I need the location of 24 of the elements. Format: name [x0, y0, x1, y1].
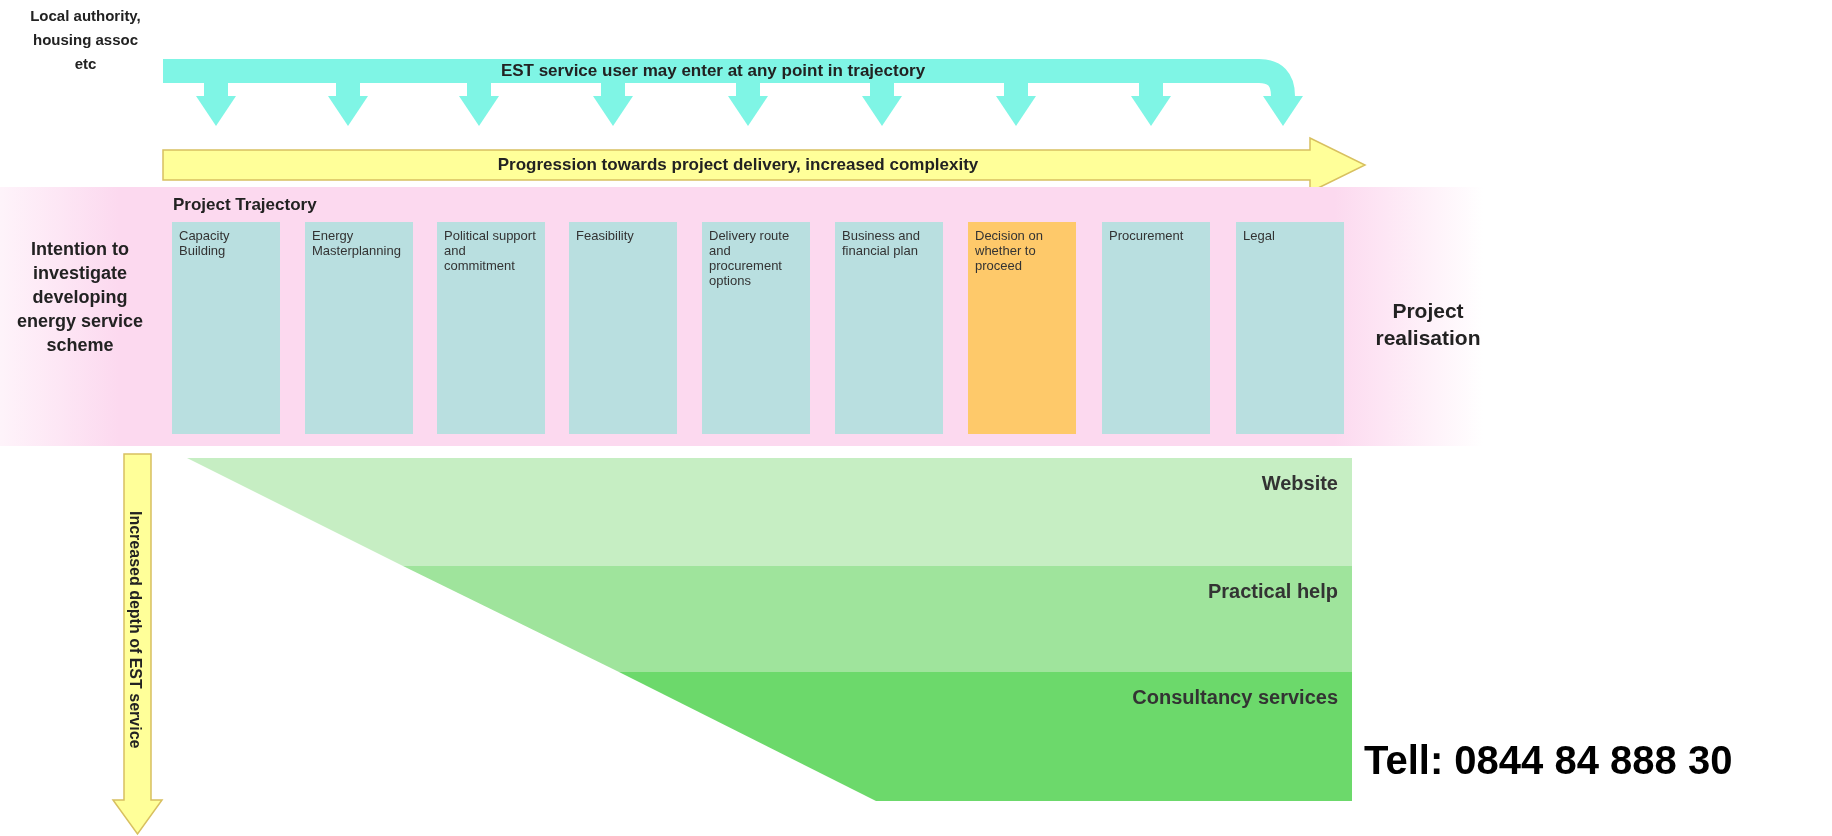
stage-box: Capacity Building: [172, 222, 280, 434]
stage-label: Project realisation: [1366, 297, 1490, 351]
stage-box: Political support and commitment: [437, 222, 545, 434]
arrow-label: Increased depth of EST service: [126, 510, 144, 751]
stage-box: Business and financial plan: [835, 222, 943, 434]
stage-box: Decision on whether to proceed: [968, 222, 1076, 434]
stage-box: Energy Masterplanning: [305, 222, 413, 434]
stage-box: Feasibility: [569, 222, 677, 434]
stage-box: Procurement: [1102, 222, 1210, 434]
arrow-label: Progression towards project delivery, increased complexity: [496, 154, 980, 176]
trajectory-band: [0, 187, 1483, 446]
service-tier: [187, 458, 1352, 566]
stage-label: Intention to investigate developing energy service scheme: [10, 237, 150, 357]
band-heading: Project Trajectory: [173, 195, 317, 215]
stage-box: Delivery route and procurement options: [702, 222, 810, 434]
service-tier: [619, 672, 1352, 801]
tier-label: Website: [1261, 472, 1338, 495]
source-label: Local authority, housing assoc etc: [28, 4, 143, 76]
phone-number: Tell: 0844 84 888 30: [1364, 738, 1733, 783]
tier-label: Practical help: [1207, 580, 1338, 603]
edge-label: EST service user may enter at any point in trajectory: [499, 60, 927, 82]
service-tier: [403, 566, 1352, 672]
tier-label: Consultancy services: [1132, 686, 1338, 709]
stage-box: Legal: [1236, 222, 1344, 434]
